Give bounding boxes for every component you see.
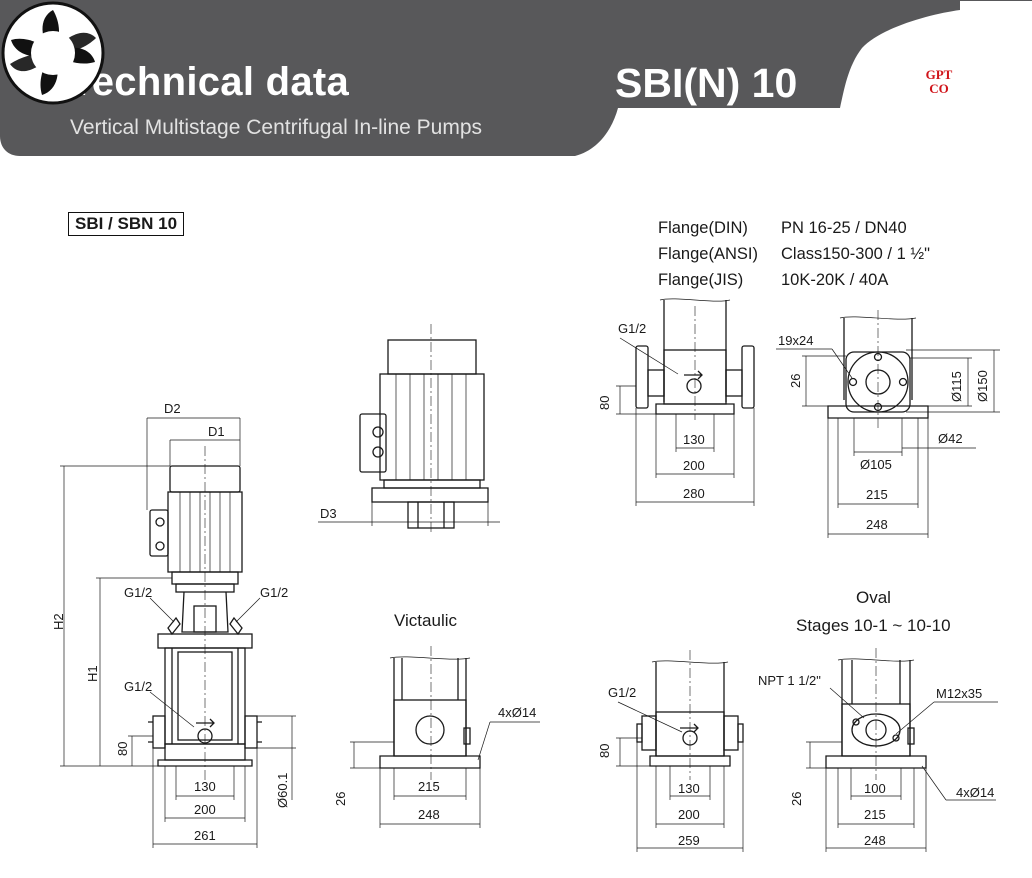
oval-dim-200-label: 200: [678, 807, 700, 822]
dim-d1-label: D1: [208, 424, 225, 439]
flange-row: Flange(JIS) 10K-20K / 40A: [658, 267, 930, 293]
port-g-right-label: G1/2: [260, 585, 289, 600]
oval-m12-label: M12x35: [936, 686, 983, 701]
port-g-left-label: G1/2: [124, 585, 153, 600]
model-title: SBI(N) 10: [615, 60, 798, 106]
flange-dim-80-label: 80: [597, 395, 612, 410]
flange-type: Flange(ANSI): [658, 245, 758, 263]
victaulic-dim-215-label: 215: [418, 779, 440, 794]
victaulic-dim-26-label: 26: [333, 791, 348, 806]
oval-dim-130-label: 130: [678, 781, 700, 796]
flange-type: Flange(JIS): [658, 271, 744, 289]
oval-stages-caption: Stages 10-1 ~ 10-10: [796, 616, 951, 635]
victaulic-holes-label: 4xØ14: [498, 705, 537, 720]
dim-130-label: 130: [194, 779, 216, 794]
oval-dim-259-label: 259: [678, 833, 700, 848]
flange-front-drawing: [616, 298, 755, 506]
banner-shape: [0, 0, 1032, 156]
section-tag: SBI / SBN 10: [68, 212, 185, 236]
logo-text-1: GPT: [925, 67, 953, 82]
page-title: Technical data: [70, 60, 350, 104]
oval-front-drawing: [616, 650, 744, 852]
side-dim-248-label: 248: [866, 517, 888, 532]
flange-spec: Class150-300 / 1 ½": [781, 245, 930, 263]
gptco-logo-icon: [1, 1, 105, 105]
motor-view-drawing: [318, 324, 500, 532]
flange-row: Flange(ANSI) Class150-300 / 1 ½": [658, 241, 930, 267]
flange-spec-list: Flange(DIN) PN 16-25 / DN40 Flange(ANSI) C…: [658, 215, 930, 293]
flange-type: Flange(DIN): [658, 219, 748, 237]
oval-caption: Oval: [856, 588, 891, 607]
side-dim-215-label: 215: [866, 487, 888, 502]
oval-dim-100-label: 100: [864, 781, 886, 796]
dim-80-label: 80: [115, 741, 130, 756]
victaulic-caption: Victaulic: [394, 611, 457, 630]
page-subtitle: Vertical Multistage Centrifugal In-line …: [70, 116, 483, 139]
dim-h1-label: H1: [85, 665, 100, 682]
port-g-inlet-label: G1/2: [124, 679, 153, 694]
victaulic-dim-248-label: 248: [418, 807, 440, 822]
flange-side-drawing: [776, 310, 1000, 538]
dim-261-label: 261: [194, 828, 216, 843]
oval-dim-80-label: 80: [597, 743, 612, 758]
oval-dim-248-label: 248: [864, 833, 886, 848]
dim-d42-label: Ø42: [938, 431, 963, 446]
dim-200-label: 200: [194, 802, 216, 817]
dim-h2-label: H2: [51, 613, 66, 630]
oval-npt-label: NPT 1 1/2": [758, 673, 821, 688]
main-pump-dimensions: [60, 417, 296, 848]
flange-row: Flange(DIN) PN 16-25 / DN40: [658, 215, 930, 241]
logo-text-2: CO: [929, 81, 949, 96]
bolt-19x24-label: 19x24: [778, 333, 814, 348]
dim-d60-label: Ø60.1: [275, 772, 290, 808]
oval-dim-215-label: 215: [864, 807, 886, 822]
dim-d2-label: D2: [164, 401, 181, 416]
victaulic-drawing: [350, 646, 540, 828]
flange-dim-130-label: 130: [683, 432, 705, 447]
flange-spec: PN 16-25 / DN40: [781, 219, 907, 237]
dim-d115-label: Ø115: [949, 371, 964, 402]
header-banner: Technical data Vertical Multistage Centr…: [0, 0, 1032, 160]
flange-dim-200-label: 200: [683, 458, 705, 473]
flange-spec: 10K-20K / 40A: [781, 271, 889, 289]
dim-d150-label: Ø150: [975, 370, 990, 402]
oval-side-drawing: [806, 648, 998, 852]
dim-d3-label: D3: [320, 506, 337, 521]
side-dim-26-label: 26: [788, 373, 803, 388]
flange-dim-280-label: 280: [683, 486, 705, 501]
oval-holes-label: 4xØ14: [956, 785, 995, 800]
oval-dim-26-label: 26: [789, 791, 804, 806]
dim-d105-label: Ø105: [860, 457, 892, 472]
oval-g-label: G1/2: [608, 685, 637, 700]
flange-g-label: G1/2: [618, 321, 647, 336]
